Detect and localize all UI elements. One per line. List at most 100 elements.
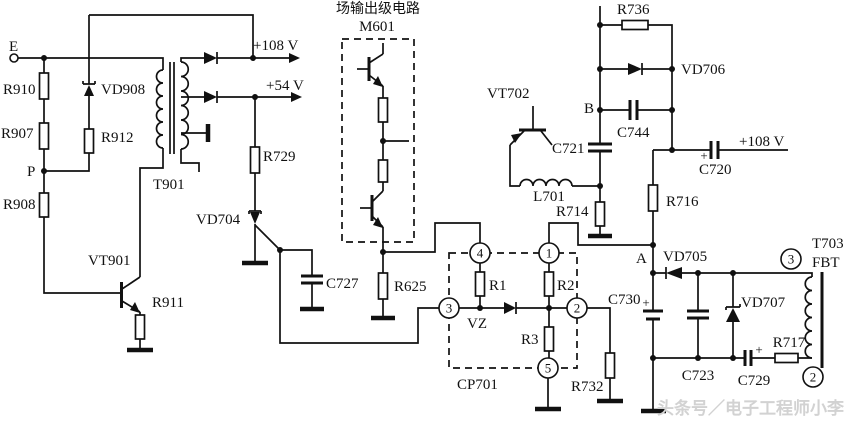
diode-vd908	[82, 81, 96, 96]
transistor-vt702	[509, 128, 553, 146]
fbt-pin-3-label: 3	[788, 252, 795, 267]
t901-label: T901	[153, 177, 185, 193]
diode-vd706	[628, 63, 643, 75]
v54-label: +54 V	[266, 78, 304, 94]
transistor-m601-lower	[360, 190, 384, 228]
resistor-r716	[647, 184, 659, 212]
cp701-pin-3: 3	[438, 297, 460, 319]
fbt-pin-2: 2	[802, 366, 824, 388]
r717-label: R717	[773, 335, 806, 351]
cp701-label: CP701	[457, 377, 498, 393]
pin-4-label: 4	[477, 246, 484, 261]
diodes	[82, 52, 741, 322]
c730-plus-sign: +	[642, 295, 649, 310]
capacitor-c720	[709, 141, 720, 159]
pin-3-label: 3	[446, 301, 453, 316]
resistor-r3	[543, 326, 555, 352]
pin-1-label: 1	[546, 246, 553, 261]
vd705-label: VD705	[663, 249, 707, 265]
resistor-m601-lower	[377, 159, 389, 183]
fbt-pin-2-label: 2	[810, 370, 817, 385]
capacitor-c744	[628, 100, 639, 120]
node-b-label: B	[584, 101, 594, 117]
capacitor-c721	[588, 142, 612, 153]
r714-label: R714	[556, 204, 589, 220]
pin-5-label: 5	[545, 361, 552, 376]
m601-title-label: 场输出级电路	[336, 0, 420, 16]
r729-label: R729	[263, 149, 296, 165]
r625-label: R625	[394, 279, 427, 295]
r3-label: R3	[521, 332, 539, 348]
voltage-arrow-54	[291, 92, 302, 102]
cp701-pin-4: 4	[469, 242, 491, 264]
cp701-pin-5: 5	[537, 357, 559, 379]
resistor-r911	[134, 314, 146, 340]
voltage-arrow-108	[289, 53, 300, 63]
resistor-r714	[594, 201, 606, 227]
resistor-r910	[38, 72, 50, 100]
block-cp701-outline	[448, 252, 578, 369]
diode-vz	[504, 302, 517, 314]
watermark-text: 头条号／电子工程师小李	[657, 398, 844, 418]
junction-dots	[41, 22, 736, 361]
c729-label: C729	[738, 373, 771, 389]
r910-label: R910	[3, 82, 36, 98]
r2-label: R2	[557, 278, 575, 294]
v108-top-label: +108 V	[253, 38, 298, 54]
terminal-e	[9, 53, 19, 63]
fbt-pin-3: 3	[780, 248, 802, 270]
c721-label: C721	[552, 141, 585, 157]
t703-winding	[804, 276, 813, 359]
diode-vd705	[665, 267, 682, 279]
resistor-r729	[249, 146, 261, 174]
transistor-vt901	[120, 276, 141, 313]
resistor-r625	[377, 272, 389, 300]
c727-label: C727	[326, 276, 359, 292]
capacitor-c730	[643, 309, 663, 321]
r1-label: R1	[489, 278, 507, 294]
resistor-r2	[543, 271, 555, 297]
c730-label: C730	[608, 292, 641, 308]
m601-label: M601	[359, 19, 395, 35]
vt702-label: VT702	[487, 86, 530, 102]
node-e-label: E	[9, 39, 18, 55]
diode-rect-108	[204, 52, 218, 64]
resistor-r907	[38, 122, 50, 150]
c744-label: C744	[617, 125, 650, 141]
inductor-l701	[519, 178, 573, 187]
vd908-label: VD908	[101, 82, 145, 98]
ground-symbols	[127, 124, 666, 414]
t901-primary-winding	[155, 69, 164, 149]
diode-vd704	[248, 210, 262, 224]
capacitors	[301, 100, 753, 366]
vd704-label: VD704	[196, 212, 241, 228]
cp701-pin-1: 1	[538, 242, 560, 264]
c720-plus-sign: +	[700, 148, 707, 163]
t703-label: T703	[812, 236, 844, 252]
vd707-label: VD707	[741, 295, 786, 311]
vt901-label: VT901	[88, 253, 131, 269]
node-p-label: P	[27, 164, 35, 180]
resistor-r732	[604, 352, 616, 379]
t901-core	[169, 62, 175, 154]
l701-label: L701	[533, 189, 565, 205]
c720-label: C720	[699, 162, 732, 178]
r907-label: R907	[1, 126, 34, 142]
resistor-r736	[621, 19, 649, 31]
transistor-m601-upper	[357, 53, 384, 87]
r736-label: R736	[617, 2, 650, 18]
fbt-label: FBT	[812, 255, 840, 271]
t901-secondary-winding	[180, 61, 190, 150]
capacitor-c723	[687, 309, 709, 320]
capacitor-c729	[743, 350, 753, 366]
resistor-m601-upper	[377, 97, 389, 123]
r732-label: R732	[571, 379, 604, 395]
resistors	[38, 19, 799, 379]
resistor-r717	[774, 352, 799, 364]
r912-label: R912	[101, 130, 134, 146]
vz-label: VZ	[467, 316, 487, 332]
node-a-label: A	[636, 251, 647, 267]
r911-label: R911	[152, 295, 184, 311]
resistor-r908	[38, 192, 50, 218]
